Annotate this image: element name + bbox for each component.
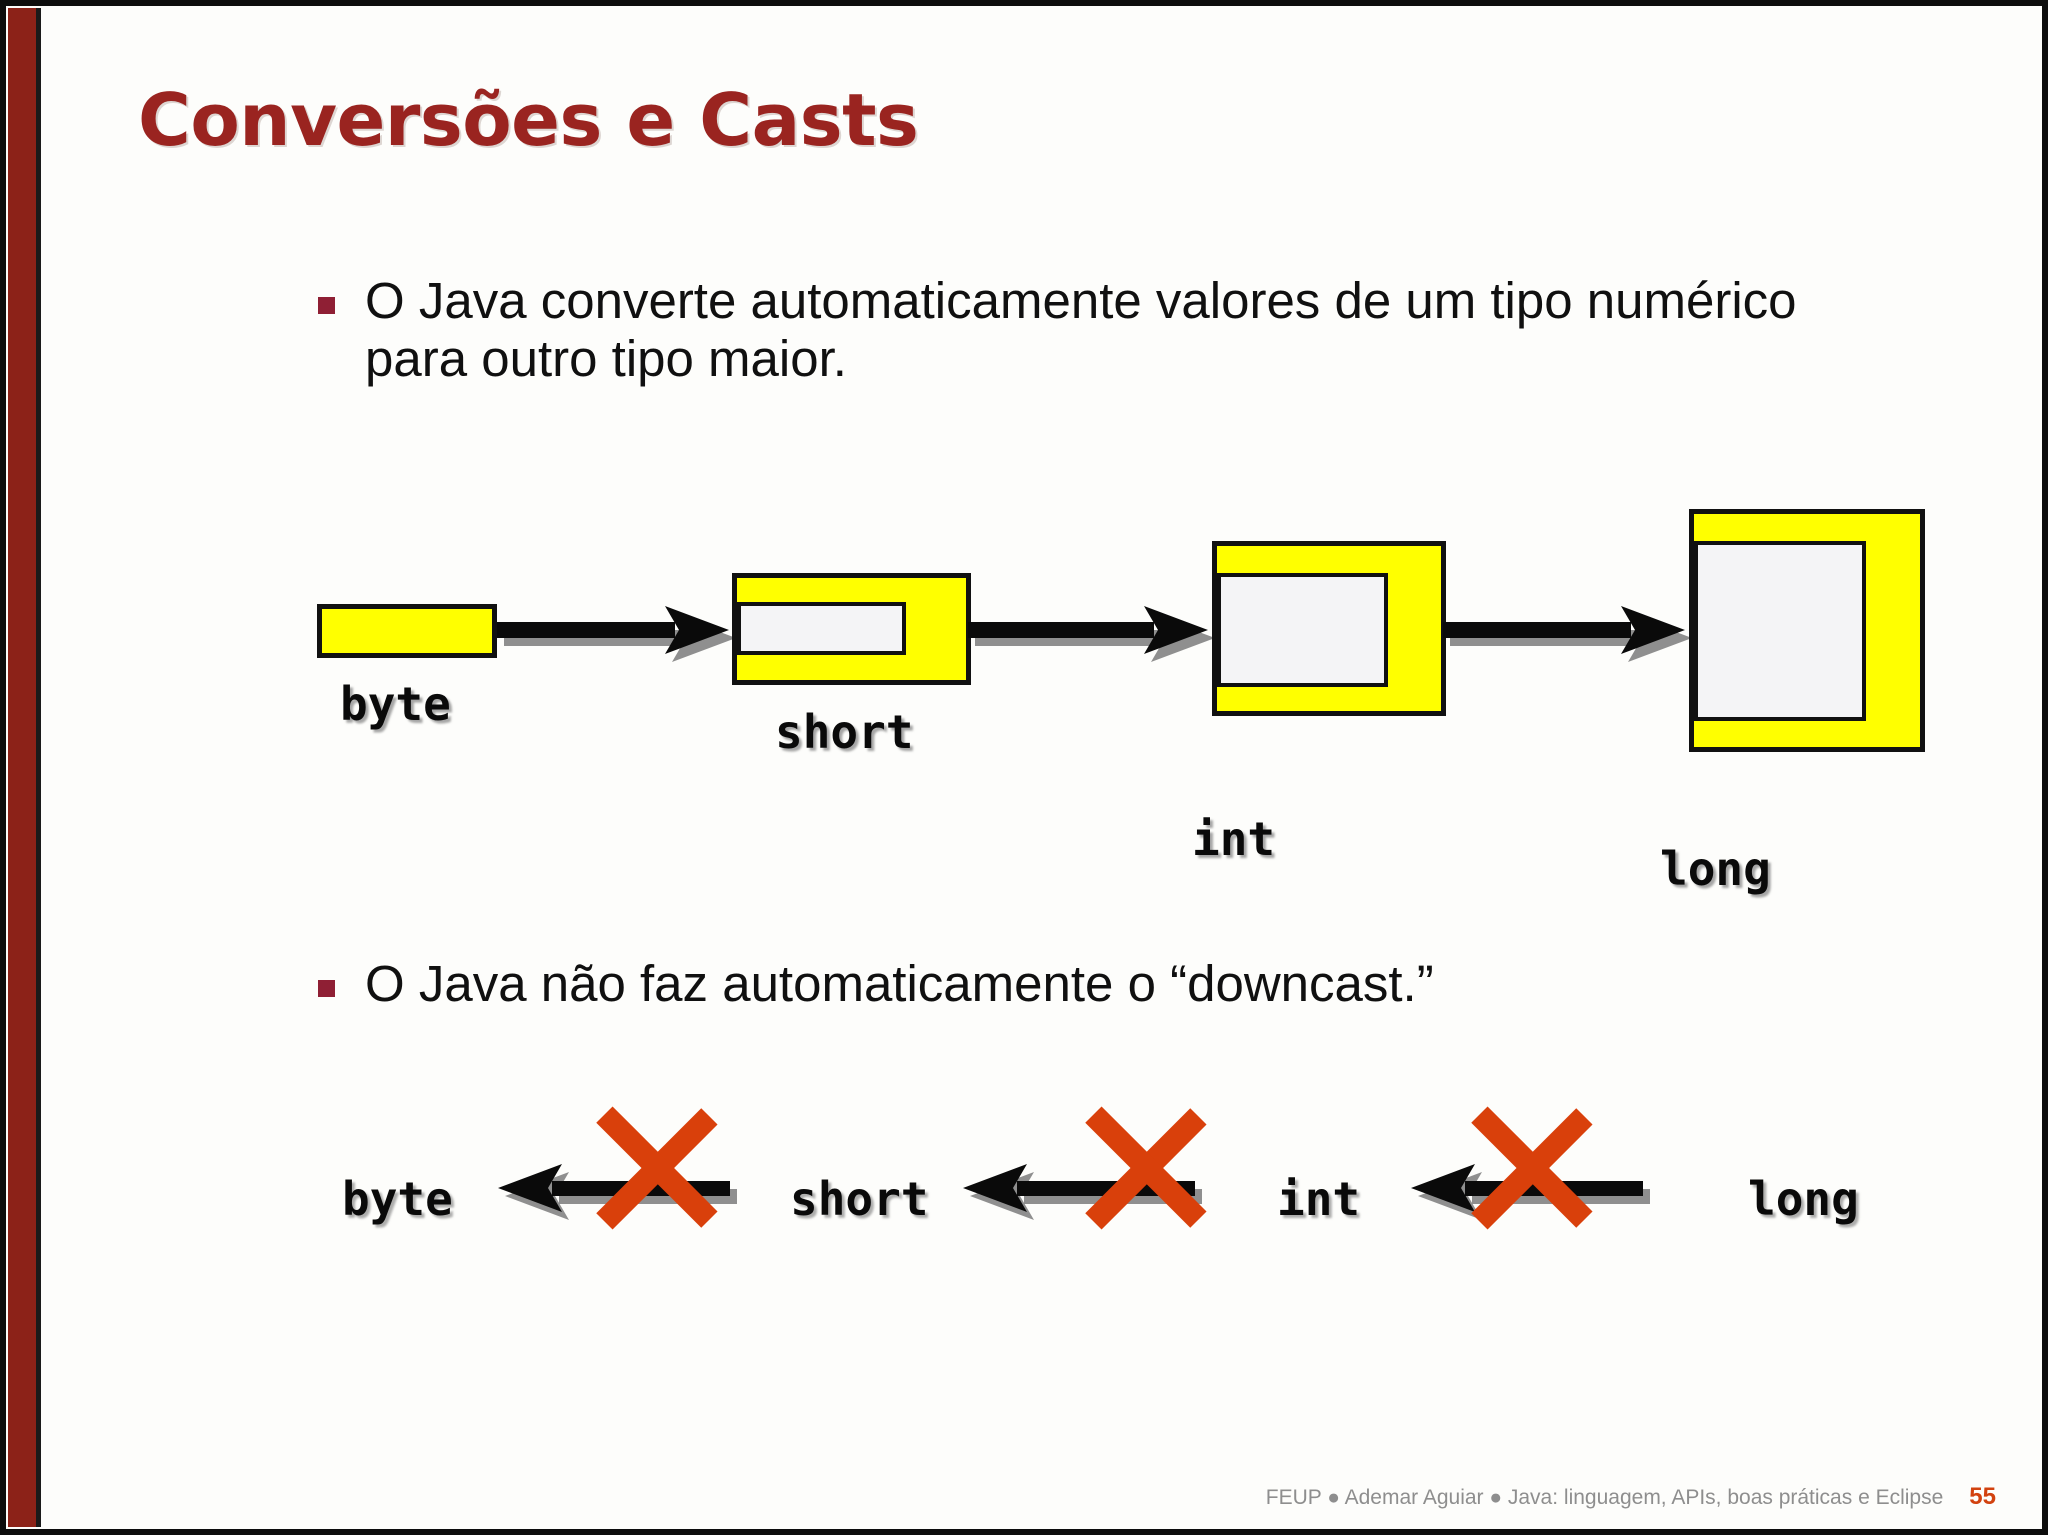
downcast-label-long: long [1748, 1172, 1859, 1226]
arrow-byte-to-short-icon [497, 606, 735, 662]
arrow-int-to-long-icon [1443, 606, 1692, 662]
footer-page-number: 55 [1969, 1483, 1996, 1510]
page-title: Conversões e Casts [138, 78, 919, 162]
bullet-square-icon [318, 297, 335, 314]
type-label-long: long [1660, 842, 1771, 896]
type-box-long-inner [1694, 541, 1866, 721]
blocked-cross-icon [1085, 1106, 1207, 1230]
type-box-short-inner [737, 602, 906, 655]
bullet-square-icon [318, 980, 335, 997]
footer-credit-text: FEUP ● Ademar Aguiar ● Java: linguagem, … [1265, 1486, 1944, 1509]
left-accent-bar-shadow [36, 8, 41, 1527]
type-label-byte: byte [340, 677, 451, 731]
slide-footer: FEUP ● Ademar Aguiar ● Java: linguagem, … [1266, 1483, 1996, 1511]
bullet-item-2: O Java não faz automaticamente o “downca… [318, 955, 1434, 1013]
left-accent-bar [8, 8, 36, 1527]
bullet-1-text: O Java converte automaticamente valores … [365, 272, 1797, 388]
blocked-cross-icon [596, 1106, 718, 1230]
downcast-label-int: int [1277, 1172, 1361, 1226]
type-box-byte [317, 604, 497, 658]
type-box-int-inner [1217, 573, 1388, 687]
arrow-short-to-int-icon [968, 606, 1215, 662]
blocked-cross-icon [1471, 1106, 1593, 1230]
type-label-short: short [775, 705, 914, 759]
bullet-item-1: O Java converte automaticamente valores … [318, 272, 1825, 388]
downcast-label-byte: byte [342, 1172, 453, 1226]
type-label-int: int [1192, 812, 1276, 866]
downcast-label-short: short [790, 1172, 929, 1226]
bullet-2-text: O Java não faz automaticamente o “downca… [365, 955, 1434, 1012]
